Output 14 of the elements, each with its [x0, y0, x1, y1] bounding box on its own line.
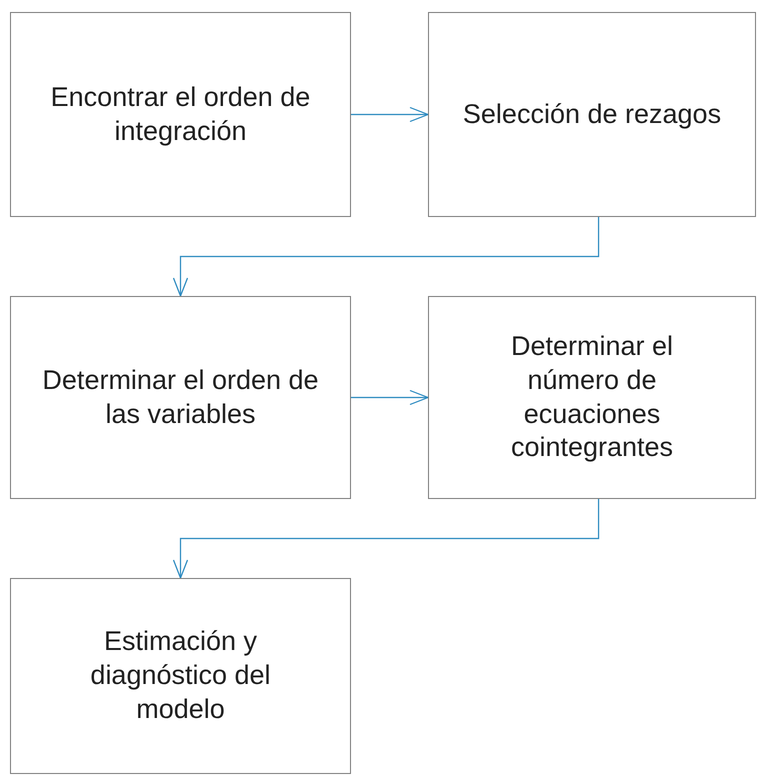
process-box: [10, 296, 351, 499]
box-text: Encontrar el orden de integración: [50, 80, 312, 148]
process-box: [428, 12, 756, 217]
box-text: Estimación y diagnóstico del modelo: [89, 625, 272, 726]
box-text: Determinar el orden de las variables: [41, 364, 320, 430]
process-box: [428, 296, 756, 499]
process-box: [10, 578, 351, 774]
box-text: Determinar el número de ecuaciones cointegrantes: [510, 330, 674, 464]
process-box: [10, 12, 351, 217]
box-text: Selección de rezagos: [462, 98, 722, 131]
arrow: [172, 499, 600, 579]
arrow: [351, 390, 429, 406]
arrow: [172, 217, 600, 297]
arrow: [351, 106, 429, 122]
